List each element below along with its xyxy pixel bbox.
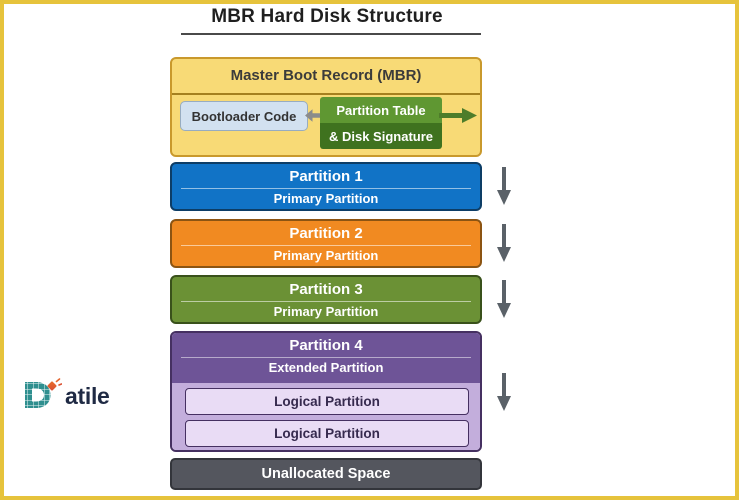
page-title: MBR Hard Disk Structure (211, 6, 443, 27)
mbr-box: Master Boot Record (MBR) Bootloader Code… (170, 57, 482, 157)
down-arrow-icon (497, 167, 511, 205)
left-arrow-icon (305, 109, 321, 122)
partition-1-name: Partition 1 (289, 168, 363, 185)
partition-3-box: Partition 3 Primary Partition (170, 275, 482, 324)
partition-table-box: Partition Table & Disk Signature (320, 97, 442, 149)
partition-3-name: Partition 3 (289, 281, 363, 298)
datile-logo: atile (22, 378, 110, 414)
partition-4-header: Partition 4 Extended Partition (172, 333, 480, 383)
down-arrow-icon (497, 280, 511, 318)
logical-partition-2-box: Logical Partition (185, 420, 469, 447)
partition-4-type: Extended Partition (268, 360, 384, 375)
partition-4-name: Partition 4 (289, 337, 363, 354)
divider (181, 301, 471, 302)
down-arrow-icon (497, 373, 511, 411)
partition-2-type: Primary Partition (273, 248, 379, 263)
partition-1-box: Partition 1 Primary Partition (170, 162, 482, 211)
unallocated-space-box: Unallocated Space (170, 458, 482, 490)
right-arrow-icon (439, 108, 477, 123)
logo-text: atile (65, 382, 110, 409)
divider (181, 245, 471, 246)
partition-table-label: Partition Table (320, 97, 442, 123)
partition-2-name: Partition 2 (289, 225, 363, 242)
logical-partition-1-box: Logical Partition (185, 388, 469, 415)
title-underline (181, 33, 481, 35)
logo-d-icon (25, 378, 62, 408)
divider (181, 357, 471, 358)
down-arrow-icon (497, 224, 511, 262)
mbr-title: Master Boot Record (MBR) (172, 59, 480, 95)
partition-4-box: Partition 4 Extended Partition Logical P… (170, 331, 482, 452)
partition-2-box: Partition 2 Primary Partition (170, 219, 482, 268)
partition-3-type: Primary Partition (273, 304, 379, 319)
divider (181, 188, 471, 189)
partition-4-body: Logical Partition Logical Partition (172, 383, 480, 450)
disk-signature-label: & Disk Signature (320, 123, 442, 149)
bootloader-code-box: Bootloader Code (180, 101, 308, 131)
partition-1-type: Primary Partition (273, 191, 379, 206)
mbr-body: Bootloader Code Partition Table & Disk S… (172, 95, 480, 155)
